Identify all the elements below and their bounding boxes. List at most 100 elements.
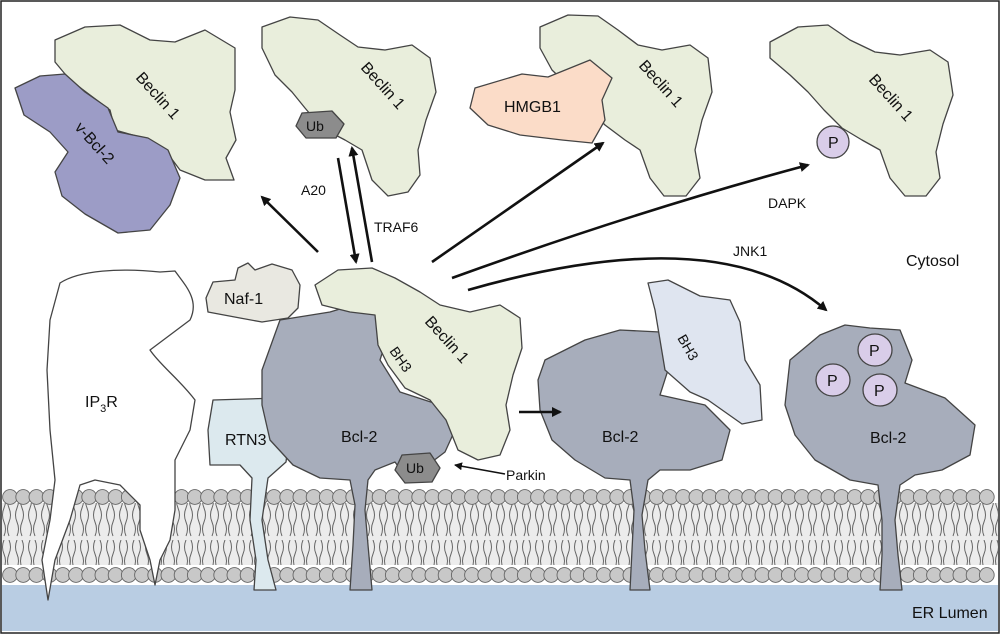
lipid-head <box>543 489 560 505</box>
ub-beclin1-label: Ub <box>306 118 324 134</box>
lipid-head <box>846 489 863 505</box>
lipid-head <box>728 489 744 505</box>
lipid-head <box>239 567 256 583</box>
lipid-head <box>490 489 507 505</box>
lipid-head <box>318 489 335 505</box>
lipid-head <box>516 489 533 505</box>
arrow-to-vbcl2 <box>260 195 319 253</box>
parkin-label: Parkin <box>506 467 546 483</box>
lipid-head <box>54 567 71 583</box>
lipid-head <box>292 489 309 505</box>
lipid-head <box>424 489 441 505</box>
lipid-head <box>965 567 982 583</box>
beclin1-phospho-complex <box>769 24 954 197</box>
lipid-head <box>134 567 150 583</box>
phospho-2 <box>815 363 851 397</box>
lipid-head <box>688 567 705 583</box>
lipid-head <box>120 567 137 583</box>
lipid-head <box>200 567 216 583</box>
lipid-head <box>503 567 520 583</box>
lipid-head <box>543 567 560 583</box>
lipid-head <box>701 489 718 505</box>
lipid-head <box>556 489 573 505</box>
lipid-head <box>530 567 546 583</box>
lipid-head <box>794 567 810 583</box>
lipid-head <box>556 567 573 583</box>
lipid-head <box>516 567 533 583</box>
hmgb1-protein <box>469 59 613 144</box>
lipid-head <box>173 489 190 505</box>
beclin1-ub-complex <box>261 16 437 197</box>
naf1-label: Naf-1 <box>224 291 263 308</box>
lipid-head <box>582 567 599 583</box>
phospho-3-label: P <box>874 383 885 400</box>
arrow-to-hmgb1 <box>431 141 605 264</box>
phospho-1-label: P <box>869 343 880 360</box>
lipid-head <box>754 489 771 505</box>
lipid-head <box>490 567 507 583</box>
lipid-head <box>912 489 929 505</box>
lipid-head <box>173 567 190 583</box>
lipid-head <box>2 567 18 583</box>
lipid-head <box>648 567 665 583</box>
lipid-head <box>464 489 480 505</box>
phospho-beclin1-label: P <box>828 135 839 152</box>
vbcl2-protein <box>14 73 181 234</box>
lipid-head <box>200 489 216 505</box>
lipid-head <box>569 567 586 583</box>
lipid-head <box>213 489 230 505</box>
lipid-head <box>833 567 850 583</box>
hmgb1-label: HMGB1 <box>504 99 561 116</box>
arrow-traf6 <box>348 146 374 263</box>
lipid-head <box>107 489 124 505</box>
lipid-head <box>648 489 665 505</box>
lipid-head <box>820 489 837 505</box>
bh3-fragment <box>647 279 763 425</box>
ub-on-bcl2 <box>394 452 441 484</box>
bcl2-center-label: Bcl-2 <box>341 429 378 446</box>
lipid-head <box>437 489 454 505</box>
lipid-head <box>780 567 797 583</box>
lipid-head <box>596 567 612 583</box>
lipid-head <box>450 567 467 583</box>
lipid-head <box>411 567 428 583</box>
lipid-head <box>94 567 111 583</box>
lipid-head <box>213 567 230 583</box>
lipid-head <box>398 489 414 505</box>
lipid-head <box>662 489 678 505</box>
lipid-head <box>609 567 626 583</box>
lipid-head <box>477 567 494 583</box>
lipid-head <box>28 489 45 505</box>
lipid-head <box>569 489 586 505</box>
lipid-head <box>899 489 916 505</box>
lipid-head <box>266 489 282 505</box>
lipid-head <box>28 567 45 583</box>
lipid-head <box>899 567 916 583</box>
arrow-jnk1 <box>467 257 828 312</box>
lipid-head <box>318 567 335 583</box>
lipid-head <box>384 567 401 583</box>
lipid-head <box>226 489 243 505</box>
lipid-head <box>939 489 956 505</box>
rtn3-label: RTN3 <box>225 432 267 449</box>
lipid-head <box>279 567 296 583</box>
lipid-head <box>596 489 612 505</box>
lipid-head <box>860 567 876 583</box>
lipid-head <box>820 567 837 583</box>
lipid-head <box>688 489 705 505</box>
bcl2-center-protein <box>261 299 456 591</box>
lipid-heads-bottom <box>2 567 995 583</box>
jnk1-label: JNK1 <box>733 243 767 259</box>
lipid-head <box>332 489 348 505</box>
lipid-head <box>714 489 731 505</box>
lipid-head <box>754 567 771 583</box>
lipid-head <box>582 489 599 505</box>
lipid-head <box>807 489 824 505</box>
lipid-head <box>292 567 309 583</box>
parkin-arrow <box>454 462 506 475</box>
phospho-1 <box>857 333 893 367</box>
lipid-head <box>384 489 401 505</box>
lipid-head <box>94 489 111 505</box>
lipid-head <box>371 489 388 505</box>
